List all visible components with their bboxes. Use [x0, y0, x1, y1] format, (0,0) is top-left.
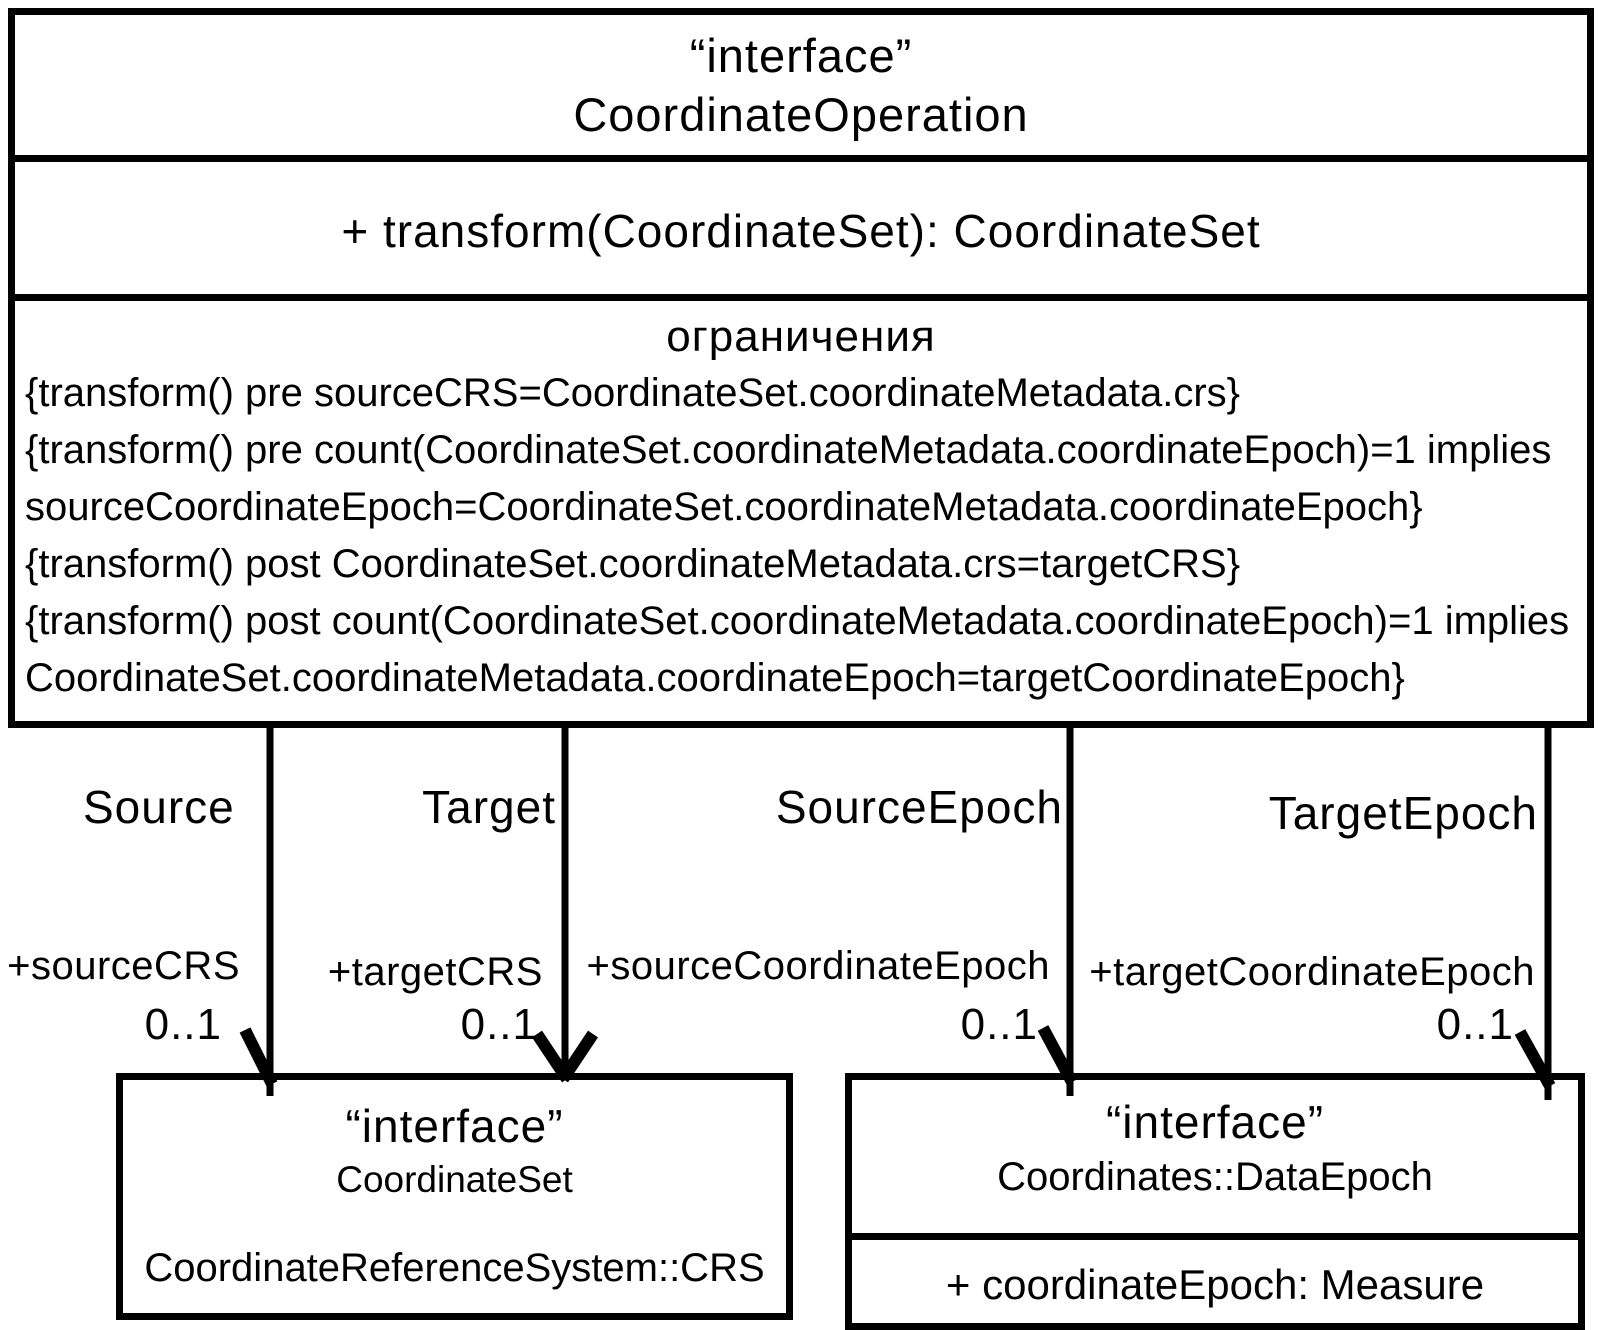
constraint-line: {transform() pre sourceCRS=CoordinateSet… — [25, 371, 1241, 415]
constraint-line: {transform() post count(CoordinateSet.co… — [25, 599, 1570, 643]
stereotype-label: “interface” — [345, 1100, 564, 1152]
association-name-source-epoch: SourceEpoch — [775, 781, 1063, 833]
open-arrowhead-icon — [239, 1027, 278, 1087]
stereotype-label: “interface” — [689, 29, 913, 82]
class-body-text: CoordinateReferenceSystem::CRS — [144, 1246, 765, 1290]
role-label-source-crs: +sourceCRS — [7, 944, 240, 988]
multiplicity-label: 0..1 — [1436, 1000, 1514, 1049]
role-label-target-coordinate-epoch: +targetCoordinateEpoch — [1089, 950, 1535, 994]
multiplicity-label: 0..1 — [144, 1000, 222, 1049]
operations-compartment: + transform(CoordinateSet): CoordinateSe… — [15, 155, 1587, 294]
multiplicity-label: 0..1 — [460, 1000, 538, 1049]
open-arrowhead-icon — [1514, 1029, 1556, 1089]
role-label-source-coordinate-epoch: +sourceCoordinateEpoch — [586, 944, 1050, 988]
attributes-compartment: + coordinateEpoch: Measure — [852, 1233, 1578, 1323]
class-header-compartment: “interface” Coordinates::DataEpoch — [852, 1080, 1578, 1233]
operation-item: + transform(CoordinateSet): CoordinateSe… — [341, 205, 1261, 257]
class-header-compartment: “interface” CoordinateOperation — [15, 15, 1587, 155]
constraint-line: {transform() pre count(CoordinateSet.coo… — [25, 428, 1552, 472]
class-name: CoordinateOperation — [573, 88, 1029, 141]
coordinate-operation-class: “interface” CoordinateOperation + transf… — [8, 8, 1594, 728]
role-label-target-crs: +targetCRS — [327, 950, 543, 994]
constraints-title: ограничения — [666, 312, 936, 361]
constraint-line: {transform() post CoordinateSet.coordina… — [25, 542, 1241, 586]
class-name: CoordinateSet — [336, 1159, 573, 1200]
constraint-line: sourceCoordinateEpoch=CoordinateSet.coor… — [25, 485, 1423, 529]
constraint-line: CoordinateSet.coordinateMetadata.coordin… — [25, 656, 1405, 700]
association-name-source: Source — [83, 781, 235, 833]
stereotype-label: “interface” — [1105, 1096, 1325, 1148]
multiplicity-label: 0..1 — [960, 1000, 1038, 1049]
class-name: Coordinates::DataEpoch — [997, 1155, 1433, 1199]
association-name-target-epoch: TargetEpoch — [1268, 787, 1538, 839]
coordinate-set-class: “interface” CoordinateSet CoordinateRefe… — [116, 1073, 793, 1320]
association-name-target: Target — [422, 781, 556, 833]
attribute-item: + coordinateEpoch: Measure — [945, 1261, 1485, 1308]
data-epoch-class: “interface” Coordinates::DataEpoch + coo… — [845, 1073, 1585, 1330]
open-arrowhead-icon — [558, 1030, 598, 1083]
constraints-compartment: ограничения {transform() pre sourceCRS=C… — [15, 294, 1587, 718]
open-arrowhead-icon — [1037, 1025, 1078, 1085]
